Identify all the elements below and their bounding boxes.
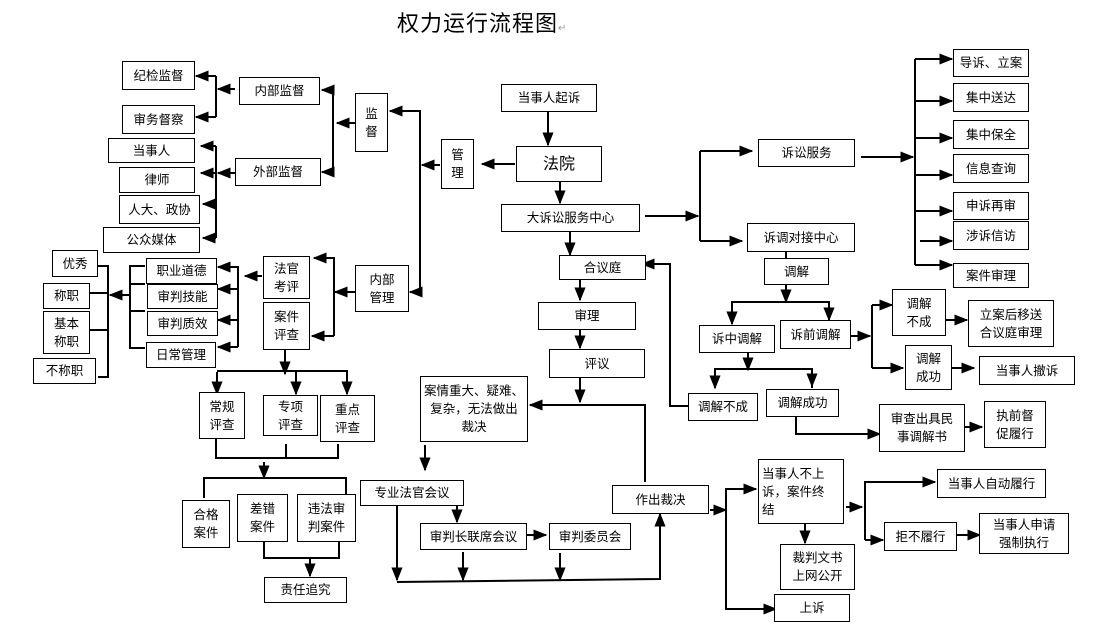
node-trial-quality: 审判质效 <box>147 311 218 336</box>
node-plaintiff-sues: 当事人起诉 <box>501 84 597 112</box>
node-guidance-filing: 导诉、立案 <box>953 49 1029 77</box>
node-qualified-case: 合格 案件 <box>182 500 230 548</box>
node-transfer-after-filing: 立案后移送 合议庭审理 <box>968 300 1054 347</box>
node-litigation-petition: 涉诉信访 <box>953 221 1029 250</box>
node-mediation-failed-pre: 调解 不成 <box>892 289 946 336</box>
node-centralized-preservation: 集中保全 <box>953 120 1029 149</box>
node-error-case: 差错 案件 <box>237 494 288 542</box>
node-mediation-success-pre: 调解 成功 <box>905 345 952 390</box>
node-judicial-committee: 审判委员会 <box>549 523 631 550</box>
node-mediation-success: 调解成功 <box>766 389 839 417</box>
node-npc-cppcc: 人大、政协 <box>119 195 200 224</box>
node-pre-litigation-mediation: 诉前调解 <box>780 320 851 349</box>
node-illegal-trial-case: 违法审 判案件 <box>297 494 356 542</box>
node-public-media: 公众媒体 <box>103 227 200 253</box>
node-competent: 称职 <box>43 283 90 309</box>
node-collegial-panel: 合议庭 <box>559 255 646 280</box>
node-judge-evaluation: 法官 考评 <box>263 256 310 299</box>
node-discipline-inspection: 纪检监督 <box>122 61 195 90</box>
node-management: 管 理 <box>441 139 474 189</box>
node-mediation-center: 诉调对接中心 <box>747 223 855 252</box>
node-party-withdraws: 当事人撤诉 <box>979 356 1075 385</box>
node-case-review: 案件 评查 <box>263 302 310 350</box>
node-basically-competent: 基本 称职 <box>43 311 90 354</box>
node-professional-ethics: 职业道德 <box>146 258 217 284</box>
node-mediation: 调解 <box>764 258 829 285</box>
node-court: 法院 <box>516 146 602 182</box>
node-big-litigation-center: 大诉讼服务中心 <box>501 204 640 232</box>
diagram-title: 权力运行流程图↵ <box>397 12 568 37</box>
node-special-review: 专项 评查 <box>263 395 318 436</box>
node-trial: 审理 <box>538 302 636 330</box>
node-accountability: 责任追究 <box>264 577 347 603</box>
node-no-appeal-case-closed: 当事人不上 诉，案件终 结 <box>758 459 844 524</box>
node-appeal: 上诉 <box>774 594 850 622</box>
node-judicial-affairs-inspection: 审务督察 <box>122 105 195 134</box>
node-mediation-failed: 调解不成 <box>688 393 758 421</box>
node-external-supervision: 外部监督 <box>235 158 321 186</box>
node-in-litigation-mediation: 诉中调解 <box>699 325 775 353</box>
node-make-ruling: 作出裁决 <box>612 485 709 514</box>
node-party: 当事人 <box>108 138 195 163</box>
node-supervision: 监 督 <box>355 93 388 152</box>
node-internal-management: 内部 管理 <box>355 265 409 312</box>
node-excellent: 优秀 <box>52 250 98 277</box>
node-internal-supervision: 内部监督 <box>239 77 320 105</box>
node-case-trial: 案件审理 <box>953 263 1029 288</box>
node-daily-management: 日常管理 <box>146 342 216 368</box>
node-key-review: 重点 评查 <box>320 395 375 442</box>
node-routine-review: 常规 评查 <box>199 392 245 439</box>
node-information-query: 信息查询 <box>953 154 1029 183</box>
node-pre-enforcement-urging: 执前督 促履行 <box>984 401 1046 448</box>
node-issue-mediation-document: 审查出具民 事调解书 <box>879 404 965 452</box>
node-refuse-performance: 拒不履行 <box>884 522 957 551</box>
node-major-complex-case: 案情重大、疑难、 复杂，无法做出 裁决 <box>420 376 528 442</box>
node-lawyer: 律师 <box>119 167 195 193</box>
node-voluntary-performance: 当事人自动履行 <box>937 469 1046 498</box>
node-presiding-judges-joint-meeting: 审判长联席会议 <box>420 523 527 550</box>
node-professional-judges-meeting: 专业法官会议 <box>360 480 464 506</box>
node-appeal-retrial: 申诉再审 <box>953 192 1029 220</box>
node-litigation-service: 诉讼服务 <box>758 139 855 167</box>
node-deliberation: 评议 <box>549 349 645 378</box>
node-trial-skills: 审判技能 <box>147 284 218 309</box>
node-incompetent: 不称职 <box>33 358 96 384</box>
node-judgment-online: 裁判文书 上网公开 <box>780 544 855 590</box>
node-centralized-delivery: 集中送达 <box>953 83 1029 112</box>
node-apply-enforcement: 当事人申请 强制执行 <box>979 513 1069 554</box>
